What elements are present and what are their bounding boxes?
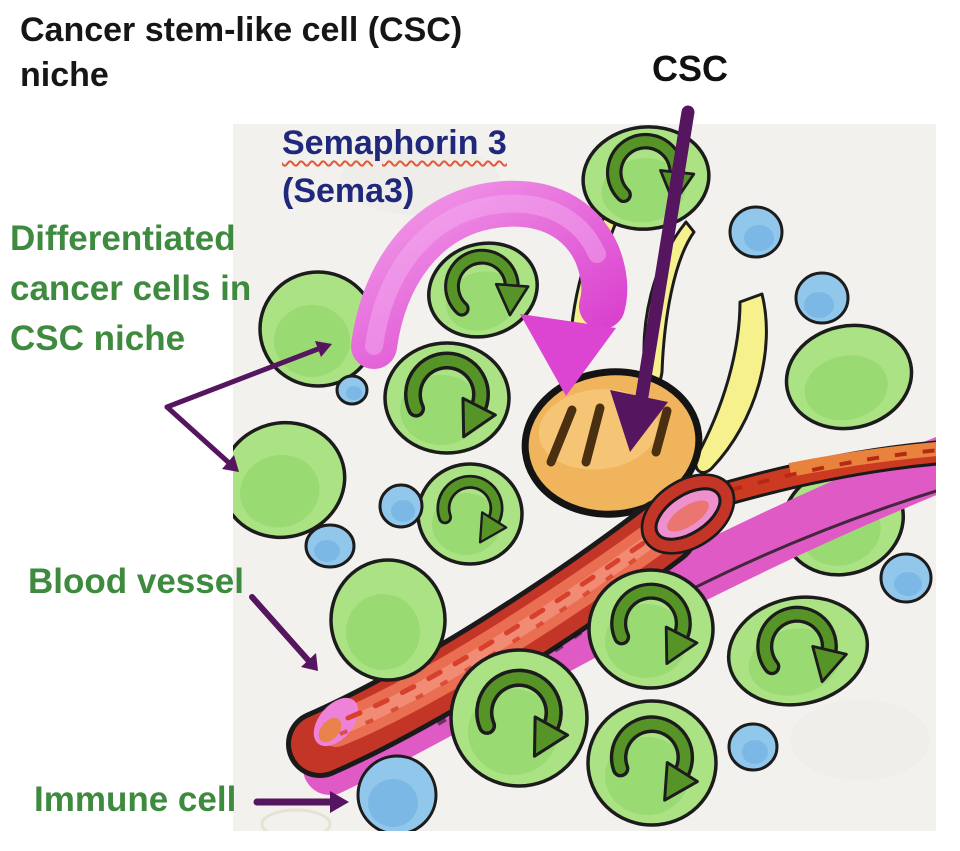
page-title-line1: Cancer stem-like cell (CSC) xyxy=(20,11,463,49)
differentiated-cancer-cell xyxy=(427,229,549,350)
page-title: Cancer stem-like cell (CSC) niche xyxy=(20,8,462,98)
csc-label: CSC xyxy=(652,48,729,89)
differentiated-cancer-cell xyxy=(383,341,511,455)
differentiated-cancer-cell xyxy=(726,585,870,718)
blood-vessel xyxy=(286,436,936,795)
differentiated-cells-label: Differentiated cancer cells in CSC niche xyxy=(10,219,252,358)
immune-cell xyxy=(356,754,438,831)
vessel-open-end xyxy=(640,473,736,555)
immune-cell xyxy=(794,271,850,325)
stroma-strand xyxy=(694,292,768,474)
differentiated-cancer-cell xyxy=(586,699,718,827)
differentiated-arrow-upper xyxy=(164,341,332,410)
immune-cell xyxy=(304,523,356,569)
differentiated-cancer-cell xyxy=(329,558,447,682)
immune-cell-label: Immune cell xyxy=(34,780,237,819)
semaphorin-label-line1: Semaphorin 3 xyxy=(282,124,507,162)
immune-cell xyxy=(378,483,424,529)
immune-cell xyxy=(335,374,369,406)
differentiated-cancer-cell xyxy=(449,648,589,788)
pencil-ghost-circle xyxy=(260,808,332,831)
immune-cell xyxy=(728,205,784,259)
differentiated-cancer-cell xyxy=(784,323,914,431)
sema3-arrow xyxy=(351,180,628,396)
immune-cell-arrow xyxy=(253,791,349,813)
blood-vessel-label: Blood vessel xyxy=(28,562,244,601)
differentiated-arrow-lower xyxy=(164,404,239,472)
blood-vessel-arrow xyxy=(249,594,318,671)
differentiated-cancer-cell xyxy=(416,462,524,566)
immune-cell xyxy=(879,552,933,604)
csc-arrow xyxy=(610,105,695,452)
semaphorin-label-line2: (Sema3) xyxy=(282,172,415,210)
semaphorin-label: Semaphorin 3 (Sema3) xyxy=(282,119,507,215)
niche-drawing xyxy=(233,124,936,831)
csc-hatch-marks xyxy=(546,403,672,467)
paper-smudge xyxy=(790,700,930,780)
immune-cell xyxy=(727,722,779,772)
page-title-line2: niche xyxy=(20,56,109,94)
differentiated-cancer-cell xyxy=(233,420,347,540)
differentiated-cancer-cell xyxy=(587,568,715,690)
